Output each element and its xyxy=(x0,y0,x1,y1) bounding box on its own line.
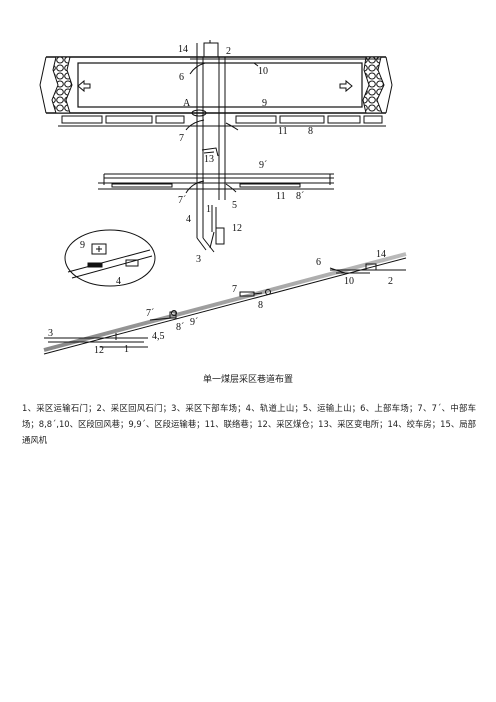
coal-bunker xyxy=(215,227,225,245)
sec-label-10: 10 xyxy=(344,276,354,287)
sec-label-1: 1 xyxy=(124,344,129,355)
label-7: 7 xyxy=(179,133,184,144)
label-5: 5 xyxy=(232,200,237,211)
plan-view xyxy=(39,40,393,253)
detail-label-9: 9 xyxy=(80,240,85,251)
label-4: 4 xyxy=(186,214,191,225)
label-2: 2 xyxy=(226,46,231,57)
figure-caption: 单一煤层采区巷道布置 xyxy=(202,375,293,385)
label-7p: 7ˊ xyxy=(178,195,186,206)
section-labels: 6 14 10 2 7 8 7ˊ 8ˊ 9ˊ 4,5 3 12 1 xyxy=(48,249,393,356)
label-6: 6 xyxy=(179,72,184,83)
label-8p: 8ˊ xyxy=(296,191,304,202)
section-view xyxy=(43,252,407,355)
label-12: 12 xyxy=(232,223,242,234)
winch-house xyxy=(203,42,219,58)
sec-label-8: 8 xyxy=(258,300,263,311)
detail-inset: 9 4 xyxy=(64,229,156,287)
sec-label-14: 14 xyxy=(376,249,386,260)
label-1: 1 xyxy=(206,204,211,215)
label-13: 13 xyxy=(204,154,214,165)
label-3: 3 xyxy=(196,254,201,265)
plan-labels: 14 2 6 10 A 9 7 11 8 13 9ˊ 7ˊ 11 8ˊ 1 5 … xyxy=(178,44,313,265)
label-14: 14 xyxy=(178,44,188,55)
sec-label-8p: 8ˊ xyxy=(176,322,184,333)
mine-layout-diagram: 14 2 6 10 A 9 7 11 8 13 9ˊ 7ˊ 11 8ˊ 1 5 … xyxy=(39,40,407,356)
coal-seam-block xyxy=(39,56,393,114)
label-10: 10 xyxy=(258,66,268,77)
sec-label-7: 7 xyxy=(232,284,237,295)
sec-label-9p: 9ˊ xyxy=(190,317,198,328)
sec-label-12: 12 xyxy=(94,345,104,356)
sec-label-3: 3 xyxy=(48,328,53,339)
sec-label-6: 6 xyxy=(316,257,321,268)
junction-A xyxy=(191,109,207,117)
sec-label-45: 4,5 xyxy=(152,331,165,342)
label-11p: 11 xyxy=(276,191,286,202)
label-8: 8 xyxy=(308,126,313,137)
detail-label-4: 4 xyxy=(116,276,121,287)
label-11: 11 xyxy=(278,126,288,137)
flow-arrow-right xyxy=(339,79,353,93)
label-9p: 9ˊ xyxy=(259,160,267,171)
figure-legend: 1、采区运输石门；2、采区回风石门；3、采区下部车场；4、轨道上山；5、运输上山… xyxy=(22,403,476,445)
label-A: A xyxy=(183,98,191,109)
flow-arrow-left xyxy=(77,79,91,93)
sec-label-2: 2 xyxy=(388,276,393,287)
sec-label-7p: 7ˊ xyxy=(146,308,154,319)
label-9: 9 xyxy=(262,98,267,109)
